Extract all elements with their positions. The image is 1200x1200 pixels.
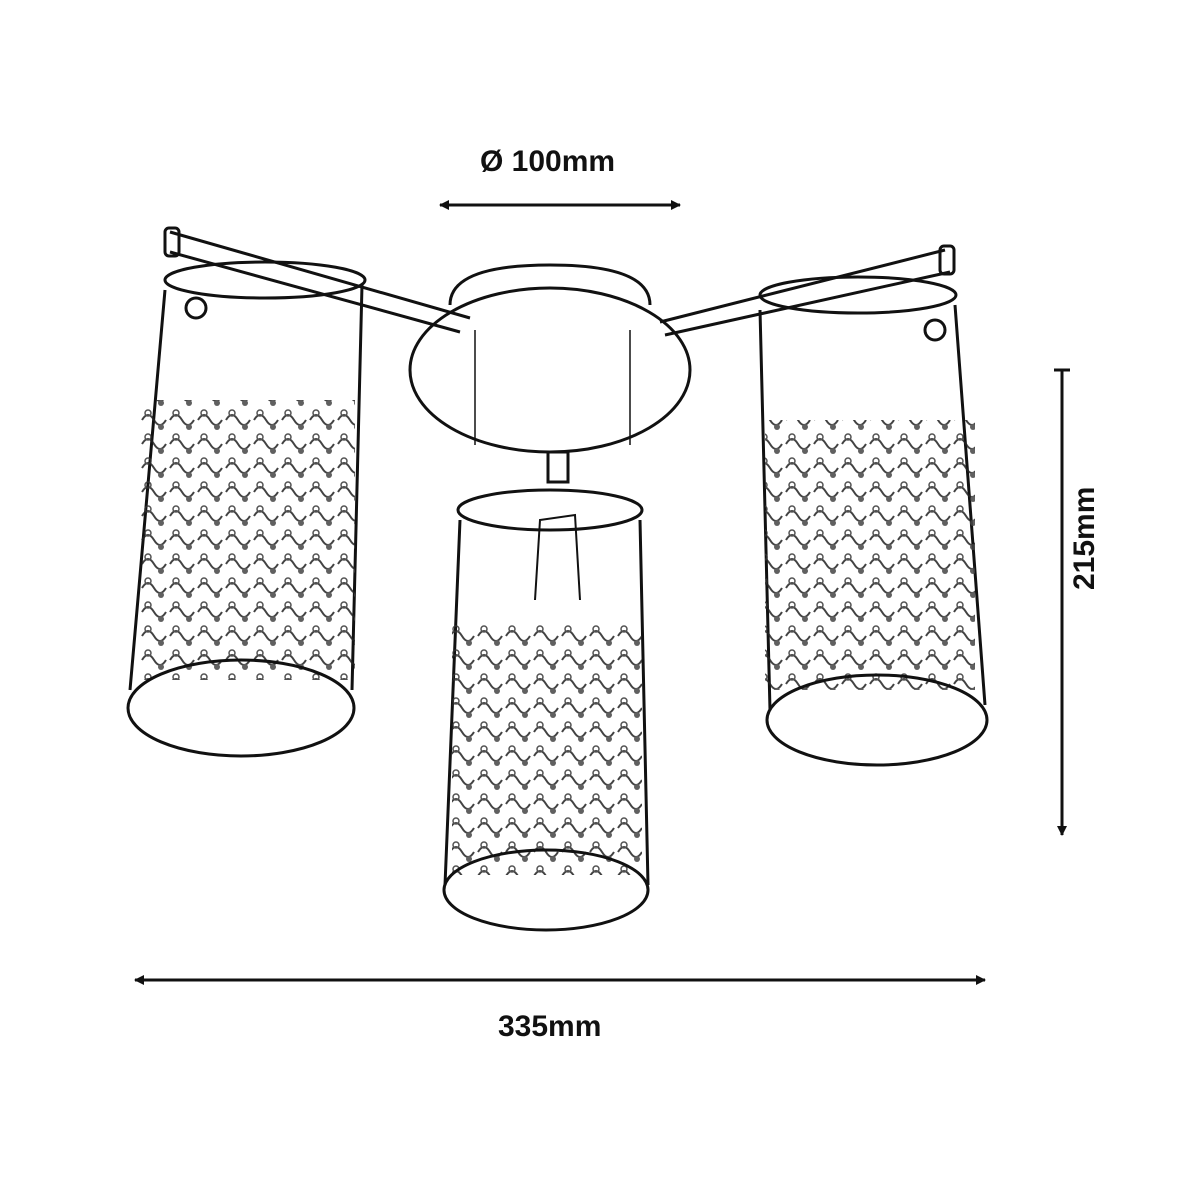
right-shade <box>758 275 989 767</box>
canopy <box>408 263 692 484</box>
left-shade <box>126 260 367 758</box>
width-label: 335mm <box>498 1010 602 1043</box>
height-label: 215mm <box>1068 486 1101 590</box>
right-arm <box>659 244 956 337</box>
center-shade <box>442 488 650 932</box>
left-arm <box>163 226 471 334</box>
canopy-diameter-label: Ø 100mm <box>480 145 616 178</box>
